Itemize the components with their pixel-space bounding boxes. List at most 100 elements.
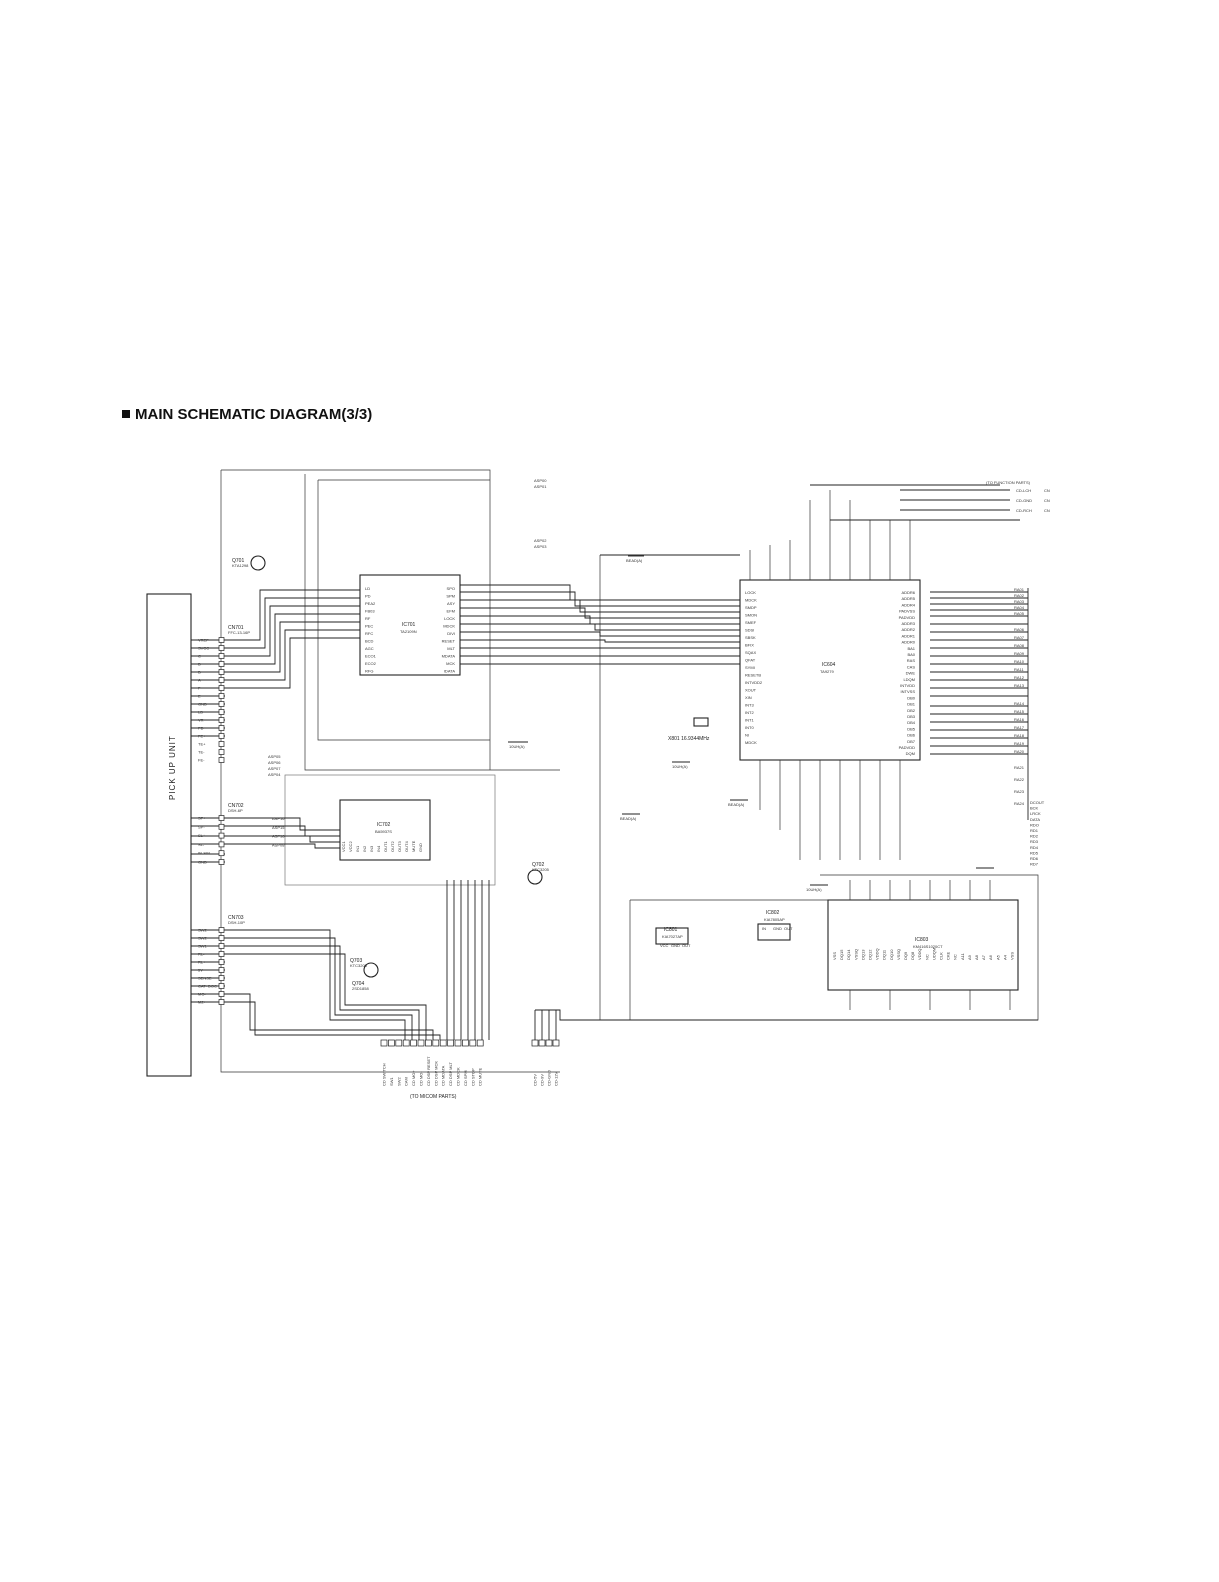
net-label: ASP18: [272, 834, 285, 839]
connector-pin: [218, 637, 225, 643]
page-title-text: MAIN SCHEMATIC DIAGRAM(3/3): [135, 406, 373, 423]
connector-pin-label: RL-: [198, 952, 205, 957]
ic-pin-label: CKE: [946, 951, 951, 960]
title-bullet-icon: [122, 410, 130, 418]
net-label: RA22: [1014, 777, 1025, 782]
connector-pin-label: E: [198, 694, 201, 699]
ic-pin-label: SMDP: [745, 605, 757, 610]
net-label: ASP02: [534, 538, 547, 543]
net-label: RA18: [1014, 733, 1025, 738]
ic-ref: IC604: [822, 662, 836, 668]
ic-pin-label: DQ12: [868, 949, 873, 960]
connector-pin-label: A: [198, 678, 201, 683]
inductor-label: BEAD(A): [620, 816, 637, 821]
connector-pin-label: TE-: [198, 750, 205, 755]
transistor-ref: Q703: [350, 958, 362, 964]
net-label: RA03: [1014, 599, 1025, 604]
connector-pin: [218, 749, 225, 755]
connector-pin-label: VR: [198, 718, 204, 723]
ic-pin-label: RF: [365, 616, 371, 621]
connector-ref: CN702: [228, 803, 244, 809]
connector-pin-label: PD: [198, 726, 204, 731]
micom-pin: [447, 1039, 454, 1047]
connector-pin-label: IN-SW: [198, 851, 210, 856]
connector-pin: [218, 717, 225, 723]
ic-pin-label: DQM: [906, 751, 915, 756]
net-label: RD4: [1030, 845, 1039, 850]
ic-pin-label: MDATA: [442, 654, 456, 659]
ic-pin-label: GND: [418, 843, 423, 852]
connector-pin: [218, 823, 225, 830]
ic-pin-label: A4: [1002, 954, 1007, 960]
ic-pin-label: ASY: [447, 601, 455, 606]
ic-pin-label: FB03: [365, 609, 375, 614]
ic-pin-label: DB0: [907, 695, 916, 700]
net-label: DCOUT: [1030, 800, 1045, 805]
net-label: RD6: [1030, 856, 1039, 861]
function-ref: CN: [1044, 498, 1050, 503]
connector-pin: [218, 645, 225, 651]
ic-pin-label: OUT1: [383, 841, 388, 852]
micom-signal: CAM: [404, 1077, 409, 1086]
micom-signal: CD MO-: [419, 1071, 424, 1086]
page-title: MAIN SCHEMATIC DIAGRAM(3/3): [122, 406, 372, 423]
connector-ref: CN701: [228, 625, 244, 631]
micom-pin: [476, 1039, 484, 1047]
connector-pin-label: FE-: [198, 758, 205, 763]
connector-pin-label: SW2: [198, 936, 207, 941]
connector-pin-label: SP+: [198, 816, 206, 821]
ic-pin-label: A7: [981, 954, 986, 960]
ic-pin-label: ADDR6: [901, 590, 915, 595]
connector-pin: [218, 935, 225, 941]
net-label: RA09: [1014, 651, 1025, 656]
function-ref: CN: [1044, 488, 1050, 493]
micom-pin: [380, 1039, 388, 1047]
ic-pin-label: DB3: [907, 714, 916, 719]
ic-pin-label: DQ15: [839, 949, 844, 960]
net-label: RA11: [1014, 667, 1024, 672]
pickup-unit-label: PICK UP UNIT: [168, 735, 177, 800]
connector-pin-label: SL-: [198, 842, 205, 847]
ic-pin-label: DIVI: [447, 631, 455, 636]
micom-pin: [439, 1039, 447, 1047]
ic-pin-label: ADDR2: [901, 627, 915, 632]
ic-pin-label: XOUT: [745, 688, 757, 693]
ic-pin-label: MDCK: [443, 624, 455, 629]
net-label: ASP05: [268, 754, 281, 759]
ic-part: KM416S1020CT: [913, 944, 943, 949]
transistor-part: 2SD1858: [352, 986, 369, 991]
micom-pin: [462, 1039, 469, 1047]
ic-pin-label: INTVSS: [901, 689, 916, 694]
connector-pin: [218, 677, 225, 683]
micom-signal: SW1: [389, 1077, 394, 1086]
ic-ref: IC701: [402, 622, 416, 628]
micom-pin: [425, 1039, 432, 1047]
ic-pin-label: IN2: [362, 845, 367, 852]
connector-pin: [218, 943, 225, 949]
function-signal: CD-GND: [1016, 498, 1032, 503]
connectors: CN701FFC-13-16PVREFSVCCCDBAFEGNDLDVRPDFE…: [198, 625, 250, 1005]
ic-pin-label: BFIX: [745, 643, 754, 648]
ic-pin-label: PEC: [365, 624, 373, 629]
net-label: RA20: [1014, 749, 1025, 754]
micom-pin: [417, 1039, 425, 1047]
micom-pin: [410, 1039, 417, 1047]
net-label: RA02: [1014, 593, 1025, 598]
connector-pin-label: TE+: [198, 742, 206, 747]
connector-pin: [218, 991, 225, 997]
micom-signal: CD-12V: [554, 1071, 559, 1086]
ic-pin-label: SPM: [446, 594, 455, 599]
micom-pin: [552, 1039, 560, 1047]
connector-pin: [218, 951, 225, 957]
micom-signal: CD DSP RESET: [426, 1056, 431, 1086]
ic-pin-label: RAS: [907, 658, 916, 663]
inductor-label: 10UH(A): [672, 764, 688, 769]
ic-pin-label: PADVSS: [899, 609, 915, 614]
micom-signal: CD MDCK: [456, 1067, 461, 1086]
micom-pin: [454, 1039, 462, 1047]
ic-pin-label: UDQM: [931, 948, 936, 960]
net-label: RD5: [1030, 850, 1039, 855]
ic-pin-label: A6: [988, 954, 993, 960]
ic-pin-label: RESETB: [745, 673, 761, 678]
ic-pin-label: QFAT: [745, 658, 756, 663]
